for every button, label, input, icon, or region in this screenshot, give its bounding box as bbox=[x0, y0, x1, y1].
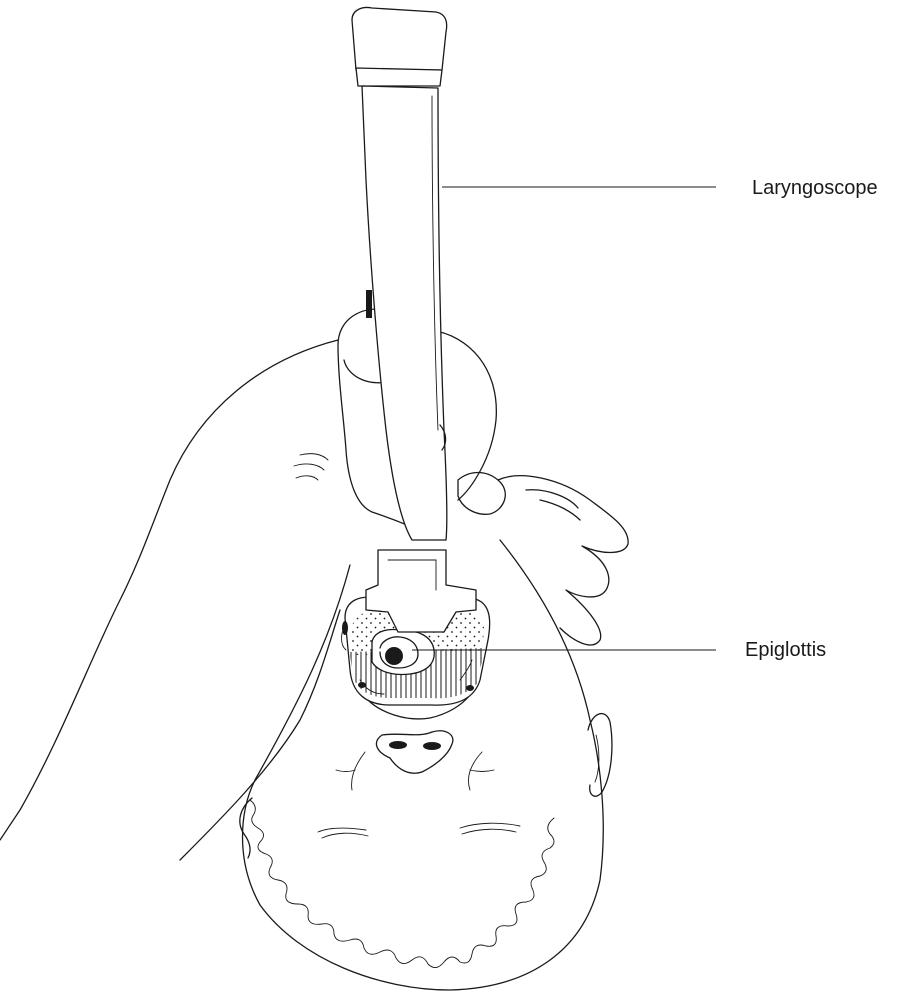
hand bbox=[0, 308, 629, 861]
handle-shaft bbox=[361, 85, 448, 541]
glottis-opening bbox=[385, 647, 403, 665]
left-eyelid bbox=[317, 827, 369, 839]
hair-outline bbox=[249, 799, 555, 968]
head-outline bbox=[241, 539, 604, 991]
laryngoscope-blade bbox=[365, 549, 477, 633]
ear bbox=[587, 712, 613, 797]
fingers bbox=[497, 475, 629, 646]
left-ear bbox=[239, 797, 253, 859]
index-finger bbox=[429, 329, 497, 501]
label-epiglottis: Epiglottis bbox=[745, 639, 826, 661]
handle-cap bbox=[351, 6, 448, 71]
laryngoscope-handle bbox=[351, 6, 448, 541]
nose bbox=[375, 730, 454, 774]
palm-outline bbox=[0, 339, 339, 841]
label-laryngoscope: Laryngoscope bbox=[752, 177, 878, 199]
patient-head bbox=[239, 539, 613, 991]
right-eyelid bbox=[459, 822, 521, 835]
